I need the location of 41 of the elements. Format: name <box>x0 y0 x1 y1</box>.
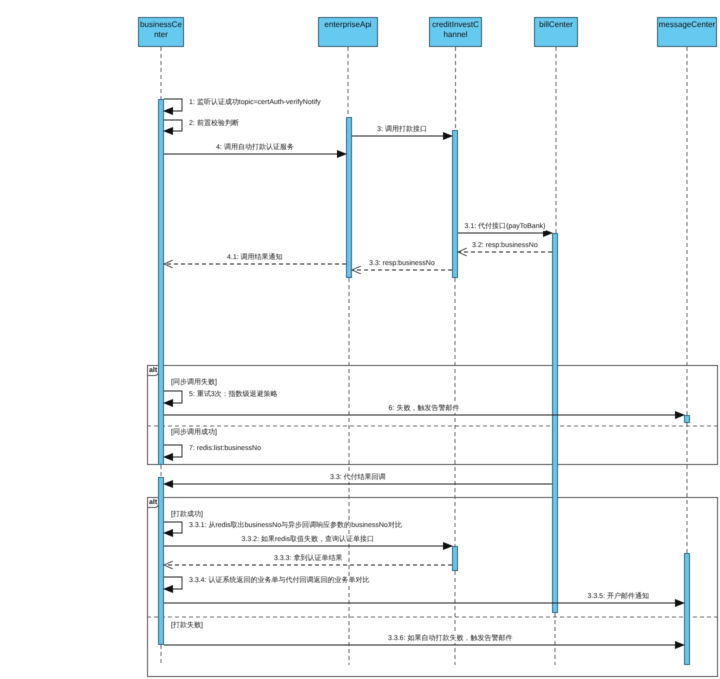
lifeline <box>686 422 688 554</box>
lifeline <box>160 464 162 478</box>
participant-box: creditInvestChannel <box>429 17 482 47</box>
message-arrow <box>458 248 552 256</box>
message-arrow <box>164 641 685 649</box>
message-arrow <box>164 260 346 268</box>
message-arrow <box>163 522 182 537</box>
lifeline <box>686 46 688 416</box>
lifeline <box>348 278 350 666</box>
activation-bar <box>158 99 164 465</box>
message-arrow <box>163 576 182 593</box>
activation-bar <box>452 546 458 571</box>
message-arrow <box>163 390 182 407</box>
lifeline <box>160 46 162 100</box>
activation-bar <box>684 553 690 665</box>
lifeline <box>455 46 456 130</box>
message-arrow <box>163 480 552 488</box>
message-arrow <box>163 98 182 115</box>
message-arrow <box>164 411 685 419</box>
message-arrow <box>164 150 347 158</box>
message-arrow <box>163 444 182 461</box>
participant-box: businessCenter <box>138 17 184 47</box>
participant-box: billCenter <box>534 17 578 47</box>
message-arrow <box>164 542 453 550</box>
lifeline <box>454 570 456 666</box>
message-arrow <box>164 599 685 607</box>
message-arrow <box>458 229 553 237</box>
message-arrow <box>163 120 182 135</box>
lifeline <box>454 278 456 546</box>
participant-box: enterpriseApi <box>318 17 378 47</box>
activation-bar <box>452 130 458 278</box>
activation-bar <box>346 117 352 278</box>
message-arrow <box>352 132 453 140</box>
activation-bar <box>684 415 690 423</box>
message-arrow <box>164 560 452 570</box>
message-arrow <box>352 266 452 274</box>
activation-bar <box>552 233 558 613</box>
lifeline <box>554 612 556 666</box>
activation-bar <box>158 477 164 645</box>
participant-box: messageCenter <box>657 17 717 47</box>
lifeline <box>160 644 162 666</box>
